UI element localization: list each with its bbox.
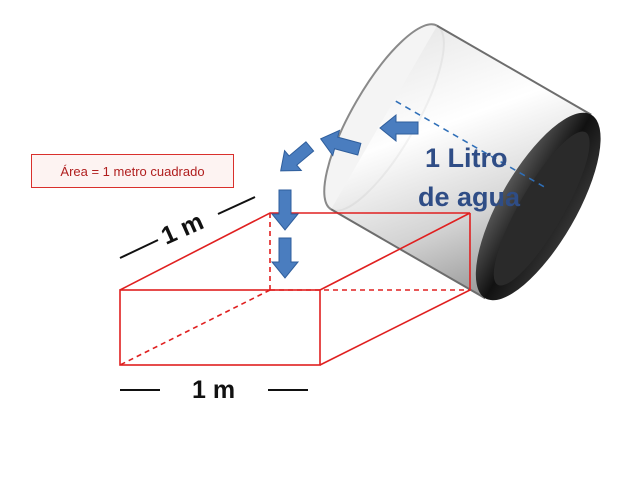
dimension-bottom: 1 m xyxy=(120,376,308,404)
area-label-box: Área = 1 metro cuadrado xyxy=(31,154,234,188)
water-box xyxy=(119,212,471,366)
box-hidden-edges xyxy=(119,213,470,366)
pour-arrows xyxy=(270,113,419,279)
arrow-left-1 xyxy=(379,113,419,143)
arrow-down-2 xyxy=(270,237,300,279)
arrow-down-1 xyxy=(270,189,300,231)
arrow-down-left xyxy=(280,141,315,172)
dimension-top-label: 1 m xyxy=(157,207,208,250)
glass xyxy=(323,23,601,301)
box-front-face xyxy=(119,289,321,366)
box-top-face xyxy=(119,212,471,291)
area-label-text: Área = 1 metro cuadrado xyxy=(60,163,205,179)
arrow-left-2 xyxy=(319,129,362,157)
glass-label-line2: de agua xyxy=(418,182,521,212)
dimension-bottom-label: 1 m xyxy=(192,376,235,404)
water-level-line xyxy=(395,100,549,190)
dimension-top: 1 m xyxy=(119,196,256,259)
glass-label-line1: 1 Litro xyxy=(425,143,508,173)
glass-body xyxy=(331,25,592,299)
